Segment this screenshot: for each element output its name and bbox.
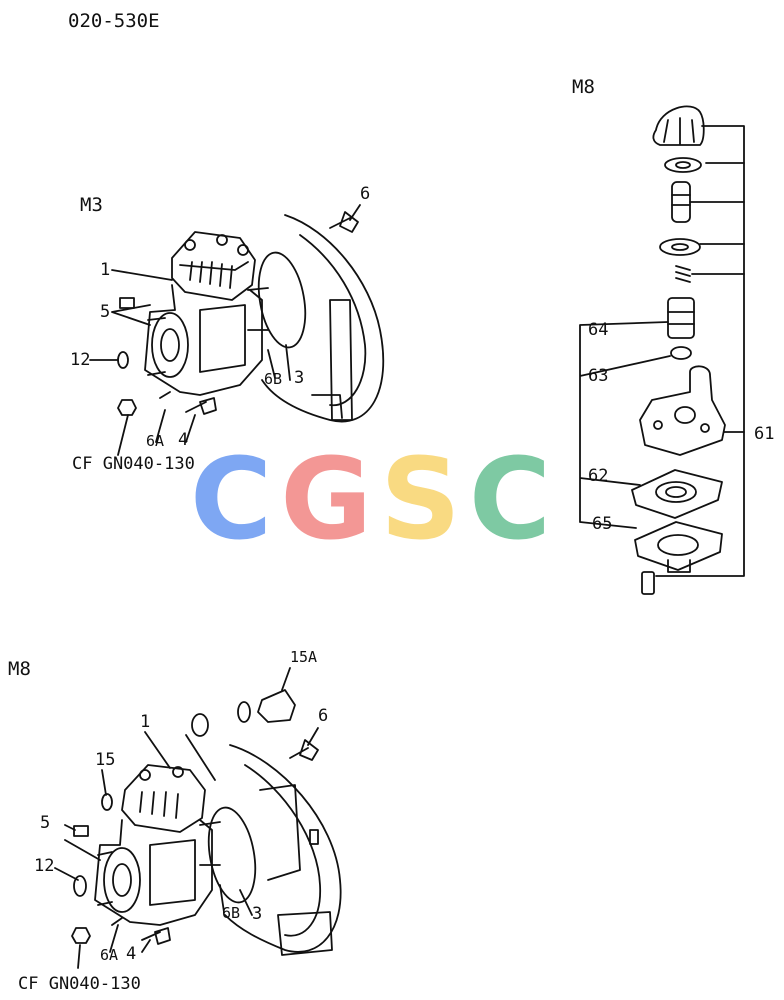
m8-right-title: M8 [572, 76, 595, 98]
m8b-label-3: 3 [252, 904, 263, 924]
m8-bottom-title: M8 [8, 658, 31, 680]
m8b-label-6b: 6B [222, 904, 241, 922]
watermark: CGSC [190, 440, 610, 560]
m8-label-64: 64 [588, 320, 609, 340]
m8-label-62: 62 [588, 466, 609, 486]
m3-label-1: 1 [100, 260, 111, 280]
watermark-letter-1: C [190, 435, 281, 565]
m3-label-6a: 6A [146, 432, 165, 450]
m8b-label-6: 6 [318, 706, 329, 726]
m3-label-5: 5 [100, 302, 111, 322]
bracket-left [579, 321, 671, 529]
m3-label-12: 12 [70, 350, 91, 370]
m3-gasket [257, 251, 307, 349]
m8b-label-15: 15 [95, 750, 116, 770]
part-64 [667, 297, 695, 339]
m8b-label-12: 12 [34, 856, 55, 876]
m8b-label-1: 1 [140, 712, 151, 732]
m3-assembly [89, 204, 385, 456]
m8b-reference: CF GN040-130 [18, 974, 141, 994]
m3-label-6: 6 [360, 184, 371, 204]
document-code: 020-530E [68, 10, 160, 32]
m3-label-3: 3 [294, 368, 305, 388]
m8b-label-5: 5 [40, 813, 51, 833]
watermark-letter-3: S [380, 435, 469, 565]
m8b-label-6a: 6A [100, 946, 119, 964]
m8-label-61: 61 [754, 424, 775, 444]
valve-cap [652, 105, 705, 146]
m8-label-65: 65 [592, 514, 613, 534]
part-61 [639, 365, 726, 456]
m8-label-63: 63 [588, 366, 609, 386]
part-62 [631, 469, 723, 519]
watermark-letter-4: C [468, 435, 560, 565]
m3-title: M3 [80, 194, 103, 216]
m8-right-assembly [579, 105, 745, 595]
bracket-right [655, 125, 745, 577]
m3-compressor-head [171, 231, 256, 301]
m3-label-4: 4 [178, 430, 189, 450]
watermark-letter-2: G [280, 435, 381, 565]
part-65 [634, 521, 723, 571]
m3-reference: CF GN040-130 [72, 454, 195, 474]
m3-label-6b: 6B [264, 370, 283, 388]
m8b-label-15a: 15A [290, 648, 318, 666]
m3-housing [261, 214, 385, 423]
m8b-label-4: 4 [126, 944, 137, 964]
m8-bottom-assembly [54, 667, 342, 969]
